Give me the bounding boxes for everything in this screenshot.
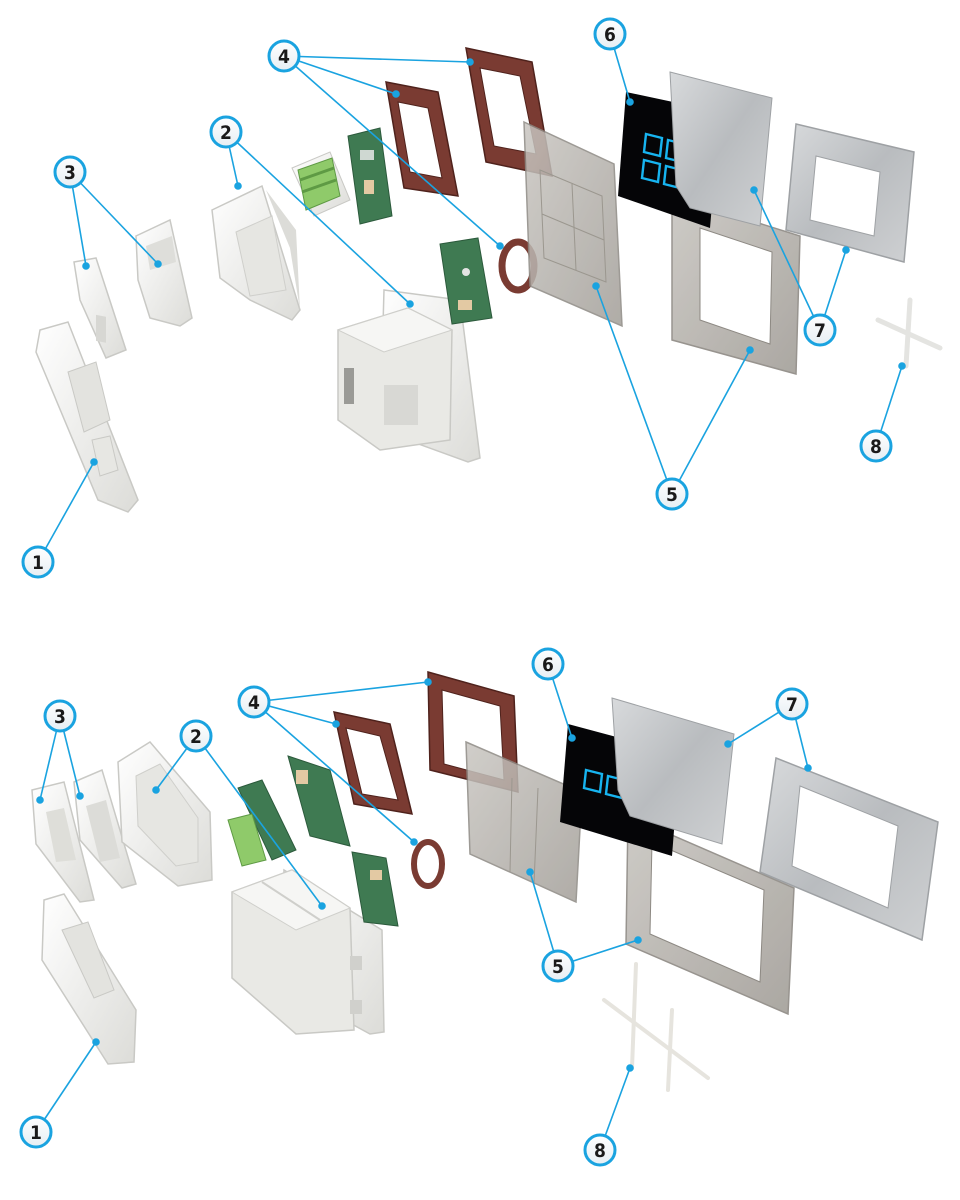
callout-2: 2	[179, 719, 213, 753]
sensor-board	[351, 851, 399, 927]
steel-back-plate	[611, 697, 735, 845]
parts-top	[35, 47, 943, 513]
grey-outer-frame	[625, 814, 795, 1016]
diagram-bottom: 1 2 3 4 5 6 7	[19, 647, 939, 1167]
callout-5: 5	[655, 477, 689, 511]
callout-2: 2	[209, 115, 243, 149]
callout-label: 8	[594, 1140, 606, 1162]
callout-7: 7	[803, 313, 837, 347]
callout-8: 8	[583, 1133, 617, 1167]
callout-4: 4	[237, 685, 271, 719]
steel-front-frame	[759, 756, 939, 942]
sensor-board	[439, 237, 493, 325]
adapter-small-left	[73, 257, 127, 359]
callouts-bottom: 1 2 3 4 5 6 7	[19, 647, 809, 1167]
callout-label: 5	[552, 956, 564, 978]
callout-label: 3	[64, 162, 76, 184]
callout-label: 3	[54, 706, 66, 728]
grey-outer-frame	[671, 194, 801, 375]
callout-label: 4	[278, 46, 290, 68]
box-frame	[117, 741, 213, 887]
steel-back-plate	[669, 71, 773, 227]
callout-label: 5	[666, 484, 678, 506]
parts-bottom	[31, 671, 939, 1092]
relay-housing	[230, 868, 385, 1035]
terminal-board	[291, 151, 351, 217]
callout-5: 5	[541, 949, 575, 983]
spacer-cross	[602, 962, 710, 1092]
adapter-small-right	[135, 218, 193, 327]
callout-label: 2	[220, 122, 232, 144]
control-board	[347, 127, 393, 225]
mounting-plate	[41, 893, 137, 1065]
steel-front-frame	[785, 123, 915, 263]
control-board	[287, 755, 351, 847]
box-frame	[211, 184, 301, 321]
spacer-cross	[875, 297, 943, 369]
gasket-square-small	[385, 81, 459, 197]
diagram-top: 1 2 3 4 5 6 7	[21, 17, 943, 579]
callout-4: 4	[267, 39, 301, 73]
terminal-board	[227, 779, 297, 867]
callout-6: 6	[531, 647, 565, 681]
callout-7: 7	[775, 687, 809, 721]
callout-label: 7	[814, 320, 826, 342]
adapter-middle	[73, 768, 137, 889]
grey-key-plate	[523, 120, 623, 328]
gasket-ring	[411, 839, 445, 889]
callout-8: 8	[859, 429, 893, 463]
callout-label: 1	[30, 1122, 42, 1144]
adapter-left	[31, 781, 95, 903]
relay-housing	[336, 289, 481, 463]
callout-label: 4	[248, 692, 260, 714]
callout-label: 8	[870, 436, 882, 458]
callout-label: 6	[604, 24, 616, 46]
callout-1: 1	[19, 1115, 53, 1149]
callout-label: 1	[32, 552, 44, 574]
callout-label: 7	[786, 694, 798, 716]
gasket-square-small	[333, 711, 414, 815]
callouts-top: 1 2 3 4 5 6 7	[21, 17, 893, 579]
callout-label: 2	[190, 726, 202, 748]
callout-3: 3	[43, 699, 77, 733]
callout-1: 1	[21, 545, 55, 579]
grey-key-plate	[465, 740, 583, 904]
callout-3: 3	[53, 155, 87, 189]
callout-6: 6	[593, 17, 627, 51]
callout-label: 6	[542, 654, 554, 676]
mounting-plate	[35, 321, 139, 513]
